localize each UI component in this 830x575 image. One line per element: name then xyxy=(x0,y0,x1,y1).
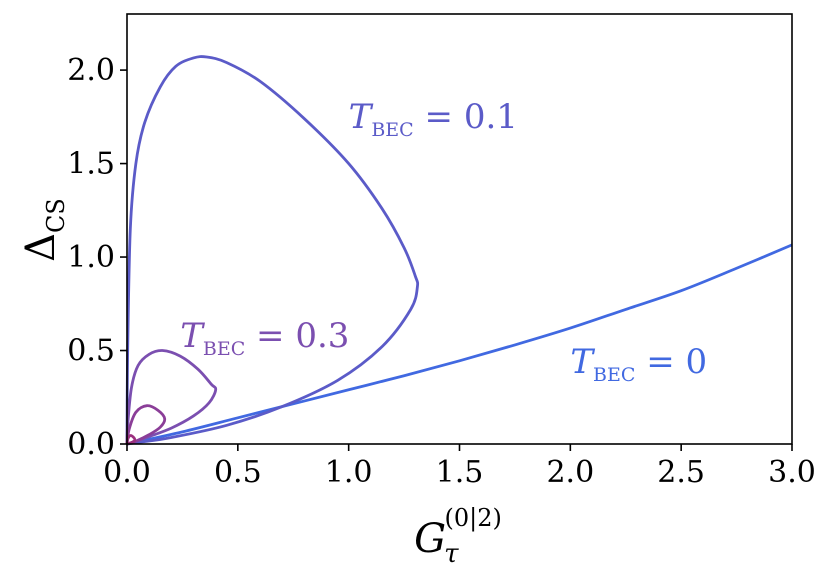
x-tick-label: 1.5 xyxy=(436,455,484,490)
series-annotation-2: TBEC = 0 xyxy=(570,342,707,386)
series-line-3 xyxy=(125,404,167,446)
series-annotation-0: TBEC = 0.1 xyxy=(349,97,518,141)
x-tick-label: 2.0 xyxy=(546,455,594,490)
series-annotation-1: TBEC = 0.3 xyxy=(180,316,349,360)
y-tick-label: 2.0 xyxy=(67,53,115,88)
series-line-0 xyxy=(126,243,793,446)
curve-layer xyxy=(125,55,793,446)
x-tick-label: 0.0 xyxy=(103,455,151,490)
x-tick-label: 1.0 xyxy=(325,455,373,490)
y-tick-label: 0.0 xyxy=(67,427,115,462)
series-line-1 xyxy=(125,55,420,446)
x-tick-label: 3.0 xyxy=(768,455,816,490)
y-tick-label: 0.5 xyxy=(67,334,115,369)
y-axis-label: ΔCS xyxy=(18,198,70,262)
x-axis-label: Gτ(0|2) xyxy=(414,504,502,569)
series-line-4 xyxy=(125,434,137,446)
x-tick-label: 2.5 xyxy=(657,455,705,490)
x-tick-label: 0.5 xyxy=(214,455,262,490)
series-line-2 xyxy=(125,349,218,446)
y-tick-label: 1.0 xyxy=(67,240,115,275)
tick-layer: 0.0 0.5 1.0 1.5 2.0 2.5 3.0 0.0 0.5 1.0 1.5 2.0 xyxy=(67,53,816,490)
y-tick-label: 1.5 xyxy=(67,147,115,182)
